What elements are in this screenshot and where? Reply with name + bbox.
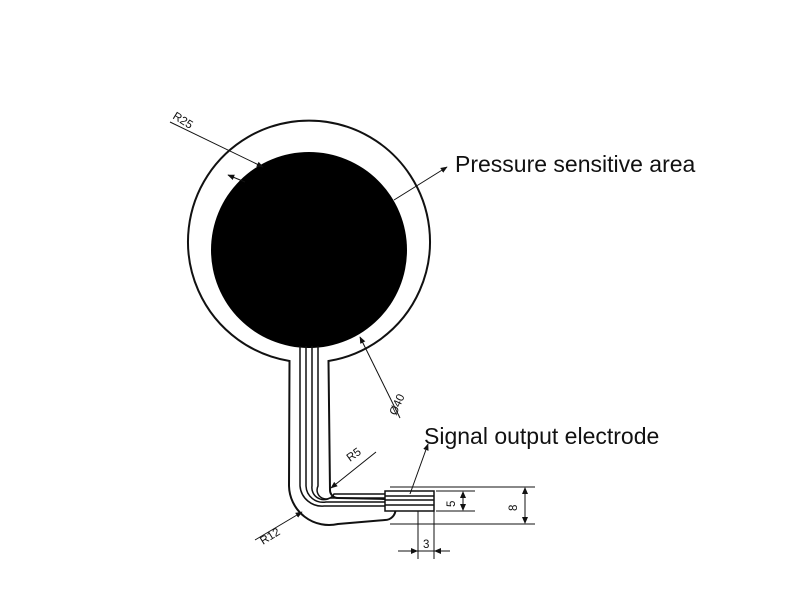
r5-dimension: R5 <box>330 446 377 489</box>
electrode-tail <box>384 490 435 512</box>
r12-dimension: R12 <box>254 511 303 548</box>
lead-width-dimension: 5 <box>436 490 475 512</box>
r5-label: R5 <box>345 446 364 464</box>
pressure-callout-arrow <box>393 166 448 201</box>
diameter-dimension: Ø40 <box>359 336 408 419</box>
electrode-traces <box>299 346 430 507</box>
tail-width-dimension: 8 <box>390 486 535 525</box>
tail-length-dimension: 3 <box>398 511 450 559</box>
signal-callout-arrow <box>409 443 429 495</box>
r12-label: R12 <box>258 526 282 547</box>
diameter-label: Ø40 <box>388 392 408 417</box>
pressure-sensitive-disc <box>211 152 407 348</box>
tail-width-label: 8 <box>508 505 520 511</box>
pressure-area-label: Pressure sensitive area <box>455 151 696 177</box>
tail-length-label: 3 <box>423 539 429 551</box>
lead-width-label: 5 <box>446 501 458 507</box>
signal-electrode-label: Signal output electrode <box>424 423 660 449</box>
